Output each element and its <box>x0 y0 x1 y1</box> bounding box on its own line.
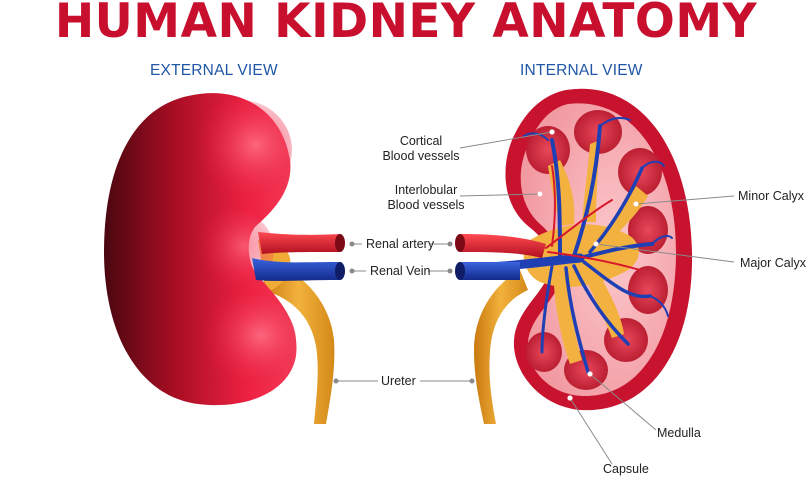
medulla-pyramids <box>526 110 668 390</box>
label-interlobular-line1: Interlobular <box>394 183 458 197</box>
label-capsule: Capsule <box>603 462 649 476</box>
leader-lines <box>336 131 735 465</box>
internal-renal-artery <box>460 234 546 258</box>
label-cortical-line2: Blood vessels <box>382 149 460 163</box>
external-view-heading: EXTERNAL VIEW <box>150 62 278 79</box>
label-interlobular-line2: Blood vessels <box>387 198 465 212</box>
label-minor-calyx: Minor Calyx <box>738 189 804 203</box>
internal-kidney <box>455 88 693 424</box>
label-major-calyx: Major Calyx <box>740 256 806 270</box>
label-cortical-blood-vessels: Cortical Blood vessels <box>380 134 462 164</box>
leader-dots <box>333 241 475 384</box>
external-renal-artery <box>258 232 340 254</box>
label-medulla: Medulla <box>657 426 701 440</box>
external-renal-vein <box>252 258 340 281</box>
label-ureter: Ureter <box>381 374 416 388</box>
external-ureter <box>262 262 335 424</box>
label-renal-vein: Renal Vein <box>370 264 431 278</box>
page-title: HUMAN KIDNEY ANATOMY <box>54 0 758 49</box>
label-cortical-line1: Cortical <box>399 134 443 148</box>
label-interlobular-blood-vessels: Interlobular Blood vessels <box>384 183 468 213</box>
internal-view-heading: INTERNAL VIEW <box>520 62 643 79</box>
label-renal-artery: Renal artery <box>366 237 435 251</box>
internal-renal-vein <box>460 262 520 280</box>
internal-ureter <box>474 270 528 424</box>
external-kidney <box>104 93 345 424</box>
